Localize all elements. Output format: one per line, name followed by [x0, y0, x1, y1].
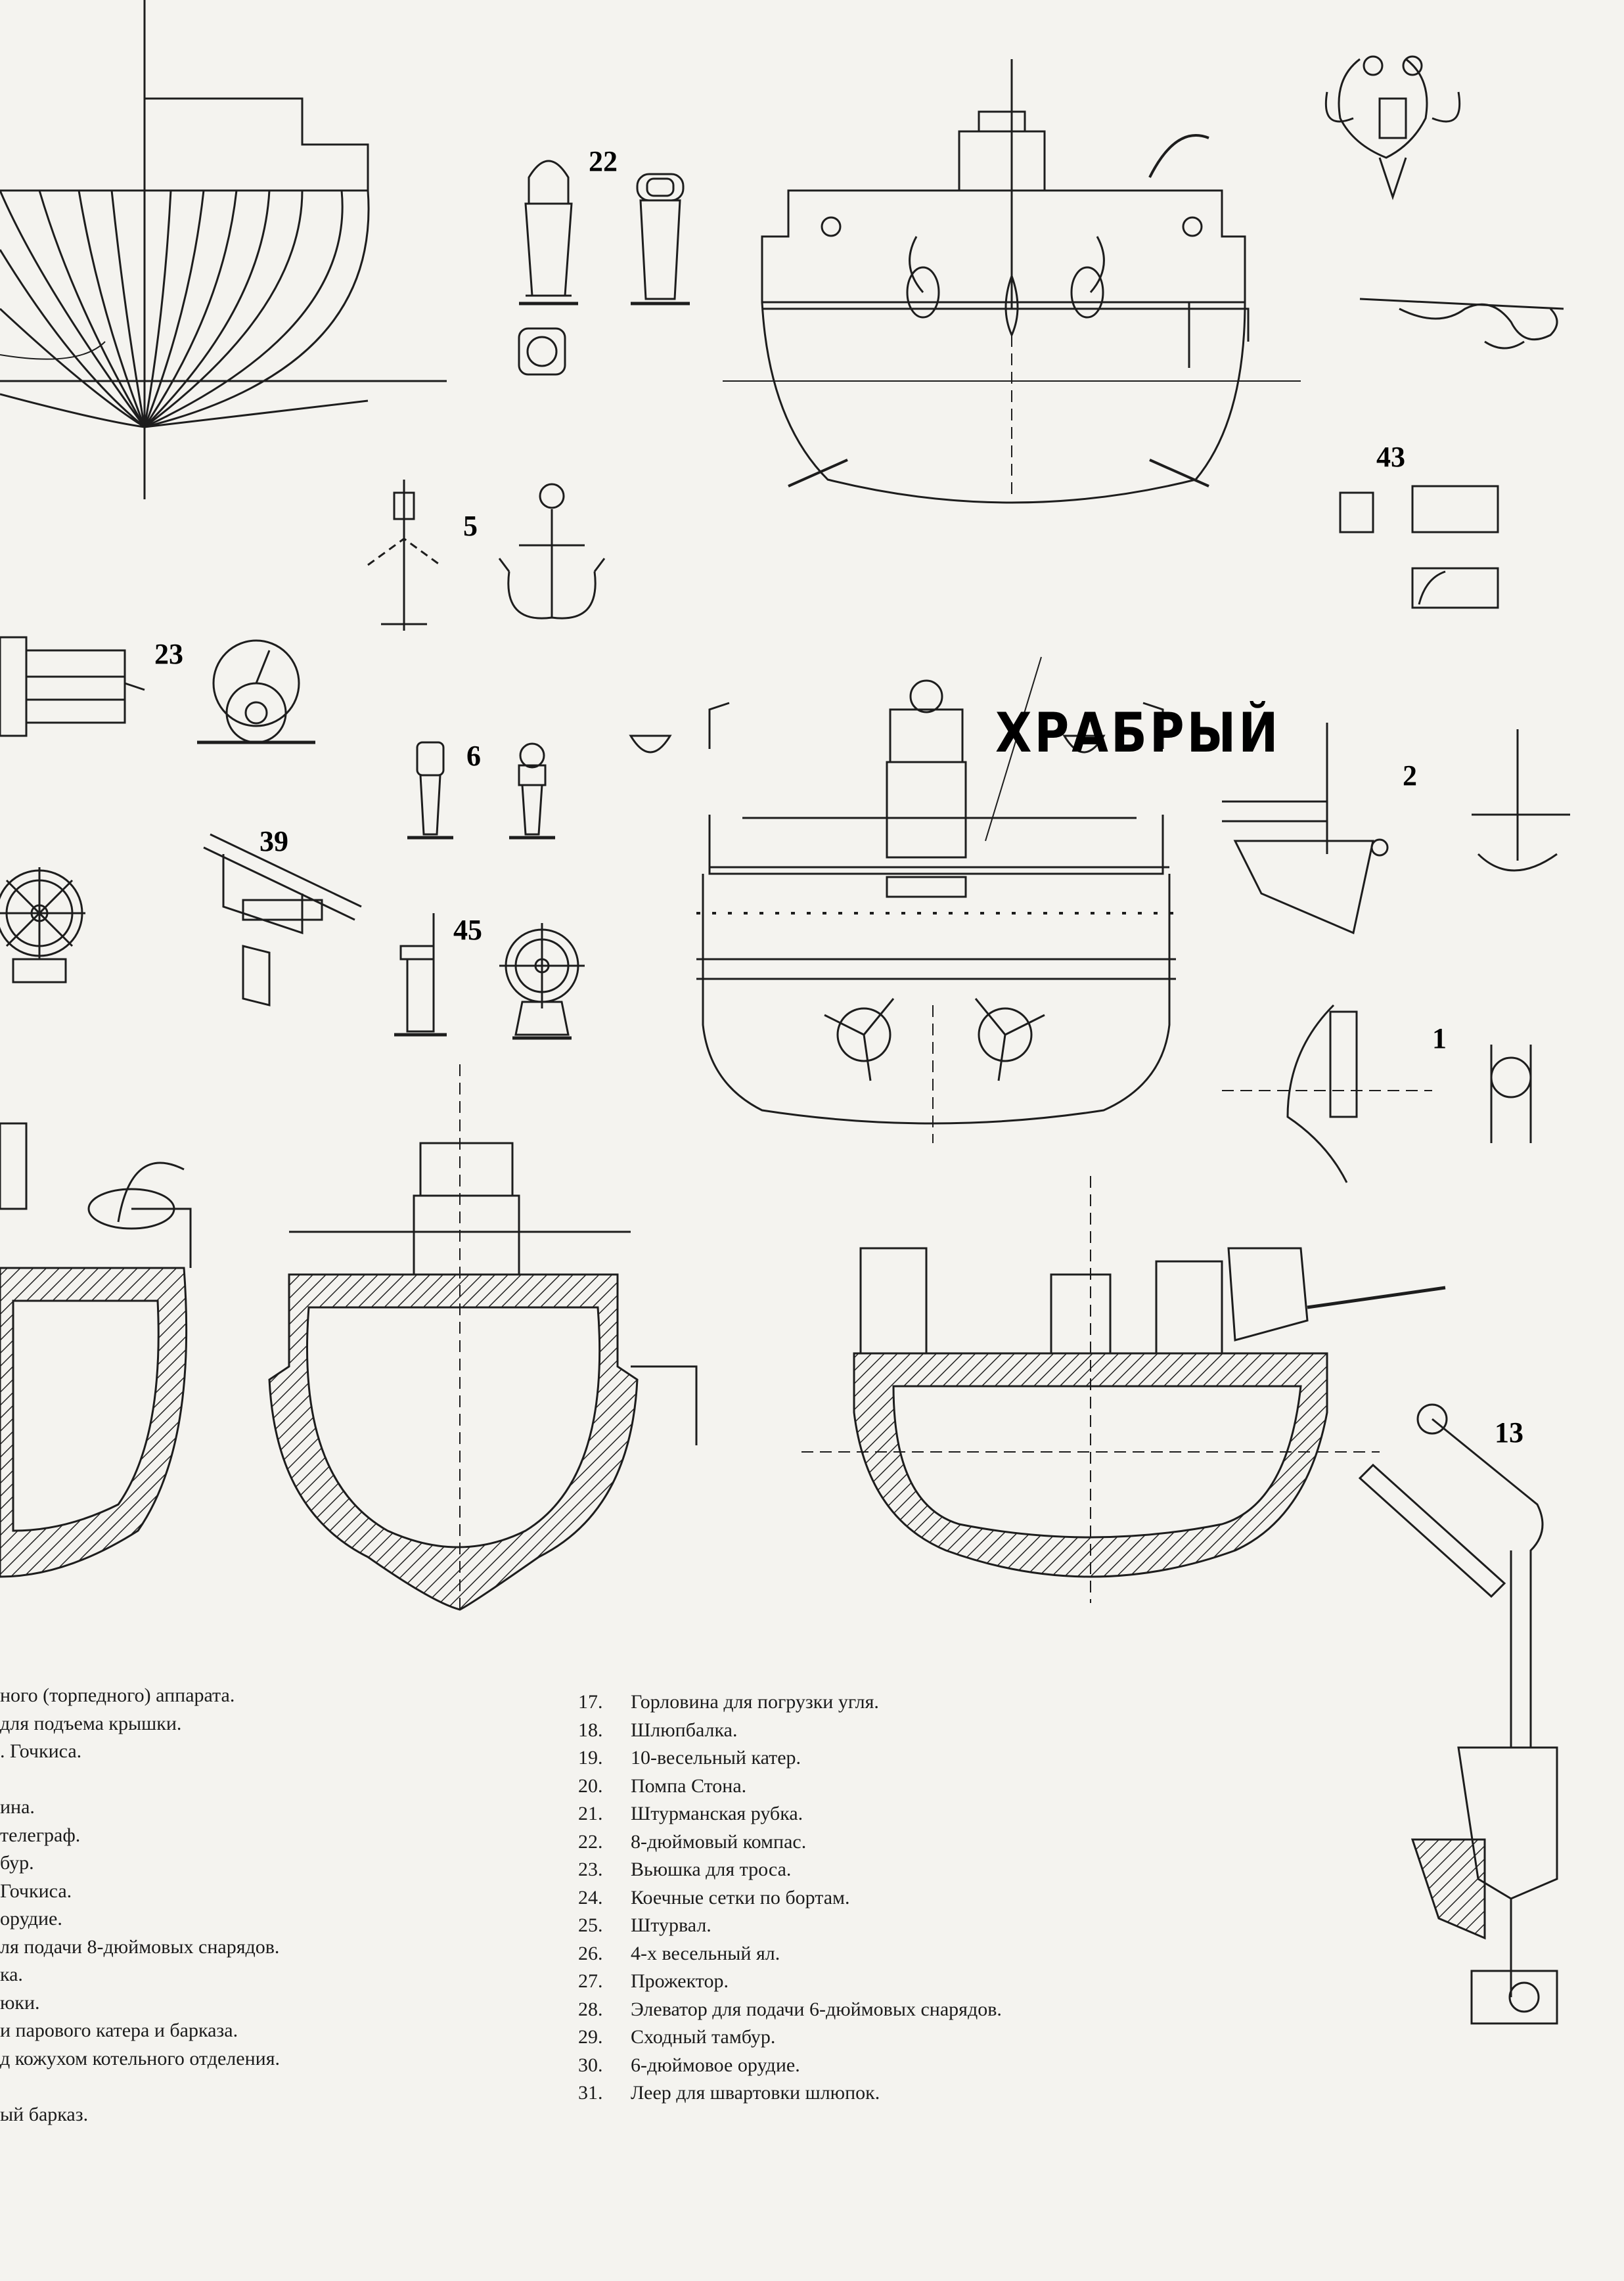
compass-binnacles [518, 160, 690, 376]
legend-left-item: . Гочкиса. [0, 1740, 82, 1762]
legend-right-item: 27. Прожектор. [578, 1968, 1002, 1996]
bow-view [723, 59, 1301, 504]
legend-item-text: Коечные сетки по бортам. [631, 1886, 850, 1908]
cable-reel [0, 636, 315, 744]
callout-5: 5 [463, 510, 478, 542]
legend-right-item: 29. Сходный тамбур. [578, 2023, 1002, 2052]
legend-item-number: 26. [578, 1942, 603, 1964]
legend-left-item: Гочкиса. [0, 1880, 72, 1902]
boat-davit-fitting [203, 833, 362, 1006]
legend-item-number: 28. [578, 1998, 603, 2020]
legend-right-item: 25. Штурвал. [578, 1912, 1002, 1940]
legend-item-text: Вьюшка для троса. [631, 1859, 792, 1880]
legend-right-item: 23. Вьюшка для троса. [578, 1856, 1002, 1884]
legend-item-number: 19. [578, 1747, 603, 1769]
legend-item-text: Помпа Стона. [631, 1774, 747, 1797]
callout-22: 22 [589, 145, 618, 177]
legend-right-item: 30. 6-дюймовое орудие. [578, 2052, 1002, 2080]
legend-item-text: 6-дюймовое орудие. [631, 2054, 800, 2076]
cross-section-left [0, 1122, 192, 1578]
legend-item-number: 30. [578, 2054, 603, 2076]
legend-item-text: 10-весельный катер. [631, 1747, 801, 1769]
legend-right-item: 28. Элеватор для подачи 6-дюймовых снаряд… [578, 1996, 1002, 2024]
legend-left-item: телеграф. [0, 1824, 81, 1846]
legend-left-item [0, 1766, 280, 1794]
legend-left-item: для подъема крышки. [0, 1712, 182, 1734]
item-43-details [1339, 485, 1499, 609]
legend-item-text: Горловина для погрузки угля. [631, 1691, 879, 1713]
legend-item-number: 27. [578, 1970, 603, 1992]
legend-right-item: 26. 4-х весельный ял. [578, 1940, 1002, 1968]
callout-6: 6 [466, 740, 481, 772]
legend-left-item: ый барказ. [0, 2103, 89, 2125]
legend-left-item: юки. [0, 1991, 40, 2014]
callout-45: 45 [453, 914, 482, 946]
rudder-details [1222, 723, 1570, 1183]
legend-left-item: и парового катера и барказа. [0, 2020, 238, 2041]
legend-item-text: 4-х весельный ял. [631, 1942, 780, 1964]
legend-item-number: 24. [578, 1886, 603, 1908]
legend-left-item: ного (торпедного) аппарата. [0, 1684, 235, 1706]
imperial-eagle-emblem [1324, 55, 1461, 200]
callout-13: 13 [1495, 1416, 1523, 1449]
legend-item-text: Леер для швартовки шлюпок. [631, 2082, 880, 2104]
legend-left-item [0, 2073, 280, 2101]
steering-wheel-left [0, 867, 85, 983]
legend-right-item: 22. 8-дюймовый компас. [578, 1828, 1002, 1857]
legend-right-item: 21. Штурманская рубка. [578, 1800, 1002, 1828]
callout-2: 2 [1403, 759, 1417, 792]
davit-13 [1358, 1403, 1558, 2025]
anchors [367, 480, 606, 631]
stern-view [629, 656, 1176, 1143]
legend-right-item: 18. Шлюпбалка. [578, 1717, 1002, 1745]
legend-left-item: ина. [0, 1796, 35, 1818]
legend-item-text: Сходный тамбур. [631, 2026, 776, 2048]
legend-left-item: бур. [0, 1852, 34, 1874]
legend-right-item: 31. Леер для швартовки шлюпок. [578, 2079, 1002, 2108]
legend-item-number: 25. [578, 1914, 603, 1936]
legend-left-item: д кожухом котельного отделения. [0, 2047, 281, 2069]
legend-right-item: 17. Горловина для погрузки угля. [578, 1688, 1002, 1717]
legend-item-text: Прожектор. [631, 1970, 729, 1992]
legend-left-item: ка. [0, 1964, 23, 1985]
legend-item-text: Шлюпбалка. [631, 1719, 738, 1741]
legend-item-number: 20. [578, 1774, 603, 1797]
callout-39: 39 [259, 825, 288, 857]
legend-item-number: 23. [578, 1859, 603, 1880]
legend-item-number: 21. [578, 1803, 603, 1824]
legend-item-text: Штурвал. [631, 1914, 711, 1936]
callout-43: 43 [1376, 441, 1405, 473]
legend-left-item: орудие. [0, 1908, 62, 1930]
legend-item-number: 22. [578, 1830, 603, 1853]
legend-right-column: 17. Горловина для погрузки угля. 18. Шлюпба… [578, 1688, 1002, 2108]
engine-telegraphs [407, 741, 555, 840]
legend-item-number: 29. [578, 2026, 603, 2048]
legend-item-number: 31. [578, 2082, 603, 2104]
legend-right-item: 19. 10-весельный катер. [578, 1744, 1002, 1773]
legend-right-item: 20. Помпа Стона. [578, 1773, 1002, 1801]
legend-item-number: 17. [578, 1691, 603, 1713]
legend-item-text: Элеватор для подачи 6-дюймовых снарядов. [631, 1998, 1002, 2020]
item-45-wheel-stand [394, 913, 585, 1040]
callout-1: 1 [1432, 1022, 1447, 1054]
cross-section-center-left [268, 1064, 698, 1616]
body-plan-frames [0, 0, 447, 499]
legend-item-text: Штурманская рубка. [631, 1803, 803, 1824]
legend-left-item: ля подачи 8-дюймовых снарядов. [0, 1935, 280, 1958]
cross-section-center-right [801, 1176, 1446, 1603]
ship-name-label: ХРАБРЫЙ [995, 700, 1280, 765]
legend-right-item: 24. Коечные сетки по бортам. [578, 1884, 1002, 1912]
callout-23: 23 [154, 638, 183, 670]
legend-item-text: 8-дюймовый компас. [631, 1830, 807, 1853]
stern-scroll-ornament [1359, 298, 1564, 350]
legend-left-column: ного (торпедного) аппарата. для подъема к… [0, 1682, 280, 2129]
legend-item-number: 18. [578, 1719, 603, 1741]
